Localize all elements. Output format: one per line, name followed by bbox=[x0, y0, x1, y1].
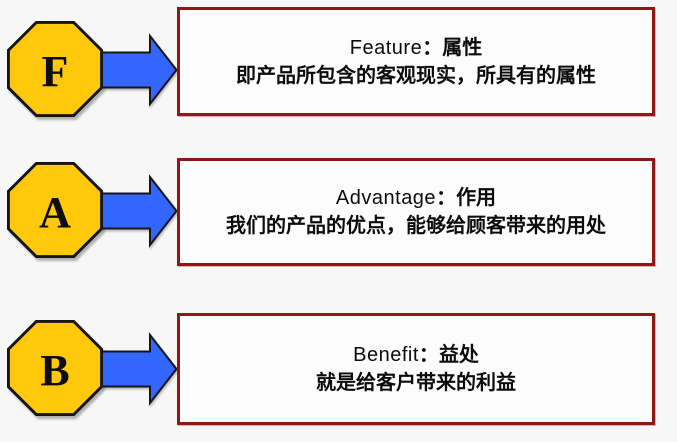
description-box-feature: Feature：属性 即产品所包含的客观现实，所具有的属性 bbox=[177, 7, 655, 116]
description-box-advantage: Advantage：作用 我们的产品的优点，能够给顾客带来的用处 bbox=[177, 158, 655, 266]
box-title: Benefit：益处 bbox=[353, 341, 479, 369]
box-title-en: Feature bbox=[349, 36, 423, 59]
box-title-en: Benefit bbox=[353, 344, 419, 366]
octagon-letter: A bbox=[39, 188, 71, 237]
box-description: 就是给客户带来的利益 bbox=[316, 372, 516, 394]
arrow-svg bbox=[101, 174, 178, 248]
octagon-badge-feature: F bbox=[7, 21, 103, 118]
octagon-outline bbox=[7, 162, 103, 258]
octagon-icon bbox=[7, 162, 103, 258]
box-description: 我们的产品的优点，能够给顾客带来的用处 bbox=[226, 215, 606, 237]
octagon-letter: F bbox=[41, 47, 69, 96]
octagon-shape bbox=[8, 22, 102, 116]
octagon-shape bbox=[8, 321, 102, 415]
arrow-shape bbox=[102, 177, 177, 245]
description-box-benefit: Benefit：益处 就是给客户带来的利益 bbox=[177, 313, 655, 425]
box-title: Feature：属性 bbox=[350, 34, 482, 62]
octagon-outline bbox=[7, 320, 103, 416]
right-arrow-icon bbox=[101, 33, 178, 107]
arrow-outline bbox=[101, 33, 178, 107]
box-title-zh: 益处 bbox=[438, 344, 479, 366]
right-arrow-icon bbox=[101, 332, 178, 406]
box-title: Advantage：作用 bbox=[336, 184, 496, 212]
box-description: 即产品所包含的客观现实，所具有的属性 bbox=[236, 64, 596, 87]
octagon-icon bbox=[7, 320, 103, 416]
arrow-svg bbox=[101, 33, 178, 107]
octagon-badge-benefit: B bbox=[7, 320, 103, 417]
arrow-shape bbox=[102, 36, 177, 104]
octagon-outline bbox=[7, 21, 103, 117]
octagon-letter: B bbox=[40, 346, 70, 395]
box-title-zh: 作用 bbox=[456, 187, 497, 209]
arrow-outline bbox=[101, 174, 178, 248]
right-arrow-icon bbox=[101, 174, 178, 248]
octagon-badge-advantage: A bbox=[7, 162, 103, 259]
arrow-svg bbox=[101, 332, 178, 406]
box-title-sep: ： bbox=[422, 36, 443, 59]
arrow-outline bbox=[101, 332, 178, 406]
octagon-icon bbox=[7, 21, 103, 117]
box-title-sep: ： bbox=[436, 187, 457, 209]
octagon-shape bbox=[8, 163, 102, 257]
box-title-en: Advantage bbox=[335, 187, 437, 209]
box-title-zh: 属性 bbox=[442, 36, 483, 59]
arrow-shape bbox=[102, 335, 177, 403]
box-title-sep: ： bbox=[418, 344, 439, 366]
